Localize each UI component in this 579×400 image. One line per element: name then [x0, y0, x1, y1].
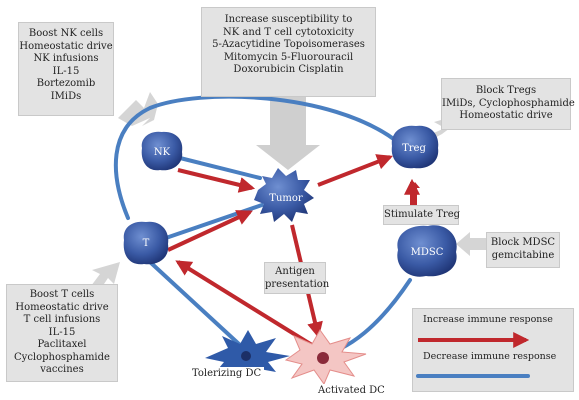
boost-t-line: Paclitaxel: [37, 339, 87, 350]
line-t-tolerizing: [148, 260, 242, 347]
arrow-tumor-treg: [317, 154, 393, 187]
susceptibility-line: Increase susceptibility to: [224, 14, 353, 25]
tumor-label: Tumor: [269, 193, 303, 204]
boost-nk-line: Homeostatic drive: [19, 40, 113, 52]
cell-nk: NK: [141, 131, 183, 171]
cell-treg: Treg: [391, 125, 439, 169]
line-nk-tumor: [178, 156, 262, 180]
susceptibility-line: 5-Azacytidine Topoisomerases: [212, 39, 365, 50]
stimulate-treg-box: Stimulate Treg: [383, 205, 461, 225]
treg-label: Treg: [402, 143, 426, 154]
block-mdsc-box: Block MDSC gemcitabine: [486, 232, 560, 268]
boost-nk-box: Boost NK cells Homeostatic drive NK infu…: [18, 22, 114, 116]
boost-t-line: T cell infusions: [23, 314, 101, 325]
susceptibility-line: NK and T cell cytotoxicity: [223, 26, 354, 38]
boost-t-box: Boost T cells Homeostatic drive T cell i…: [6, 284, 118, 382]
grey-arrow-nk: [118, 92, 158, 126]
mdsc-label: MDSC: [411, 247, 444, 258]
increase-susceptibility-box: Increase susceptibility to NK and T cell…: [201, 7, 376, 97]
block-mdsc-line: Block MDSC: [490, 237, 556, 248]
boost-t-line: Homeostatic drive: [15, 301, 109, 313]
antigen-line: presentation: [265, 278, 330, 290]
boost-nk-line: NK infusions: [33, 53, 99, 64]
boost-nk-line: Boost NK cells: [28, 28, 104, 39]
boost-t-line: Boost T cells: [29, 289, 95, 300]
activated-dc-label: Activated DC: [315, 384, 388, 397]
boost-nk-line: Bortezomib: [36, 78, 96, 89]
boost-t-line: IL-15: [48, 326, 76, 338]
tolerizing-dc-label: Tolerizing DC: [189, 367, 265, 380]
boost-nk-line: IMiDs: [50, 90, 82, 102]
antigen-line: Antigen: [275, 266, 315, 277]
t-label: T: [143, 238, 150, 249]
antigen-presentation-box: Antigen presentation: [264, 262, 330, 294]
cell-tumor: Tumor: [254, 168, 314, 222]
line-t-to-nk-arc: [113, 94, 397, 220]
arrow-t-tumor: [167, 210, 253, 252]
block-tregs-line: IMiDs, Cyclophosphamide: [442, 97, 575, 109]
boost-nk-line: IL-15: [52, 65, 80, 77]
stimulate-treg-label: Stimulate Treg: [384, 209, 461, 220]
line-t-tumor: [158, 203, 264, 242]
cell-activated-dc: [284, 329, 367, 386]
nk-label: NK: [154, 147, 171, 158]
boost-t-line: Cyclophosphamide: [14, 351, 110, 363]
red-arrows: [167, 154, 530, 352]
legend-decrease-label: Decrease immune response: [423, 351, 557, 362]
grey-arrow-tumor: [256, 95, 320, 170]
block-mdsc-line: gemcitabine: [491, 249, 555, 261]
grey-arrow-mdsc: [456, 232, 487, 256]
boost-t-line: vaccines: [40, 364, 84, 375]
legend-increase-label: Increase immune response: [423, 314, 553, 325]
block-tregs-line: Homeostatic drive: [459, 110, 553, 121]
susceptibility-line: Mitomycin 5-Fluorouracil: [223, 51, 354, 63]
block-tregs-line: Block Tregs: [475, 85, 537, 96]
arrow-nk-tumor: [177, 168, 256, 193]
cell-t: T: [123, 221, 169, 265]
susceptibility-line: Doxorubicin Cisplatin: [233, 64, 344, 75]
cell-mdsc: MDSC: [397, 225, 457, 277]
arrow-dc-t: [175, 260, 322, 352]
block-tregs-box: Block Tregs IMiDs, Cyclophosphamide Home…: [441, 78, 575, 130]
